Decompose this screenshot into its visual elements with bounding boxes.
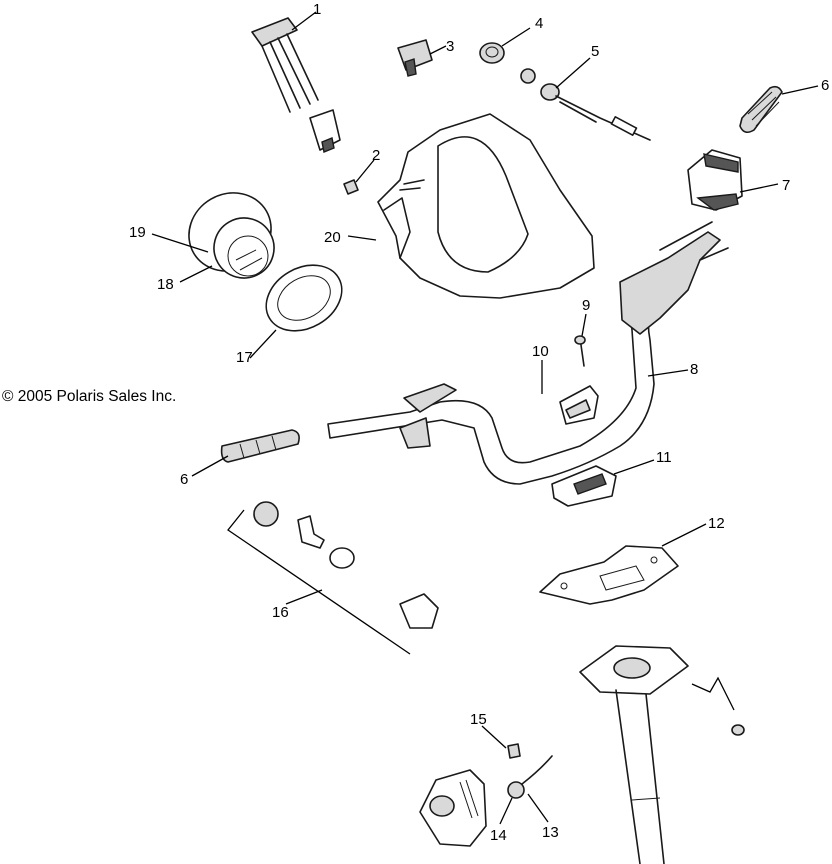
callout-19: 19 — [129, 224, 146, 241]
part-12-bracket — [539, 545, 679, 605]
part-11-lower-clamp — [551, 465, 617, 507]
part-13-wire — [521, 755, 553, 785]
part-1-wiring-switch — [251, 17, 341, 153]
callout-1: 1 — [313, 1, 321, 18]
callout-3: 3 — [446, 38, 454, 55]
callout-20: 20 — [324, 229, 341, 246]
ignition-switch-assembly — [419, 769, 487, 847]
steering-column — [579, 645, 689, 864]
part-17-gasket — [265, 264, 343, 332]
part-19-18-gauge — [188, 192, 275, 279]
callout-numbers: 1 2 3 4 5 6 7 20 19 18 17 9 10 8 6 11 12… — [129, 1, 829, 844]
part-15-screw — [507, 743, 521, 759]
part-5-throttle-cable — [520, 68, 651, 141]
part-20-pod-cover — [377, 113, 595, 299]
leader-lines — [151, 11, 819, 825]
callout-9: 9 — [582, 297, 590, 314]
callout-6-left: 6 — [180, 471, 188, 488]
callout-8: 8 — [690, 361, 698, 378]
copyright-notice: © 2005 Polaris Sales Inc. — [2, 388, 177, 405]
part-9-bolt — [574, 335, 586, 367]
part-14-nut — [507, 781, 525, 799]
callout-16: 16 — [272, 604, 289, 621]
part-6-grip-right — [739, 85, 783, 134]
callout-14: 14 — [490, 827, 507, 844]
callout-5: 5 — [591, 43, 599, 60]
nut — [691, 676, 745, 736]
callout-2: 2 — [372, 147, 380, 164]
callout-13: 13 — [542, 824, 559, 841]
part-7-throttle-housing — [687, 149, 743, 211]
callout-18: 18 — [157, 276, 174, 293]
part-6-grip-left — [220, 429, 300, 463]
callout-12: 12 — [708, 515, 725, 532]
part-3-switch — [397, 39, 433, 77]
callout-7: 7 — [782, 177, 790, 194]
callout-15: 15 — [470, 711, 487, 728]
part-4-grommet — [479, 42, 505, 64]
part-10-clamp — [559, 385, 599, 425]
callout-4: 4 — [535, 15, 543, 32]
callout-11: 11 — [656, 449, 672, 466]
part-16-kit — [227, 501, 439, 655]
callout-10: 10 — [532, 343, 549, 360]
part-8-handlebar — [327, 221, 729, 485]
part-2-screw — [343, 179, 359, 195]
callout-17: 17 — [236, 349, 253, 366]
callout-6-top: 6 — [821, 77, 829, 94]
